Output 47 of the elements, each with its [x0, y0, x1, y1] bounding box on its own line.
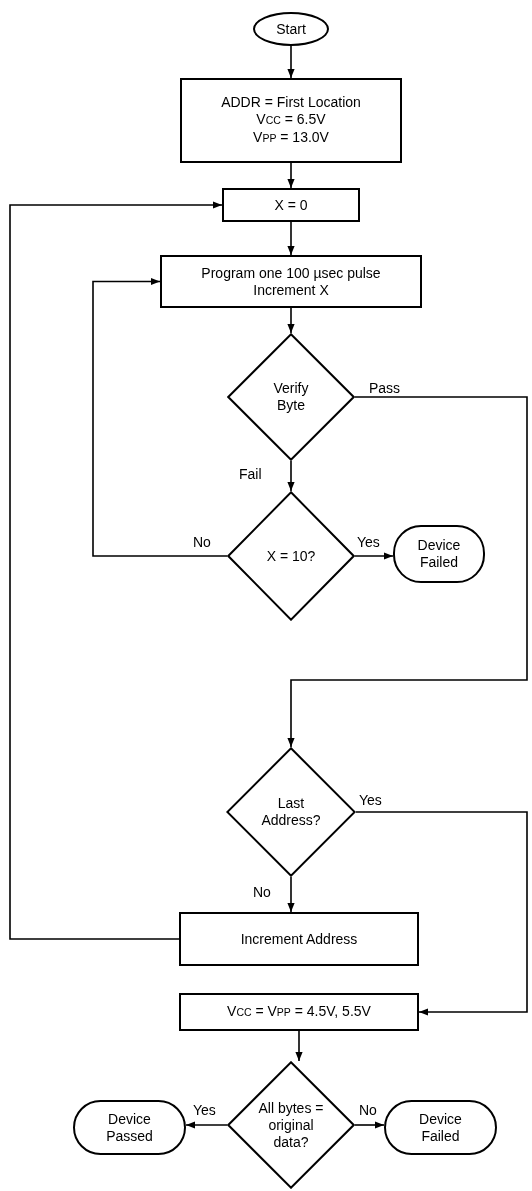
node-text: ADDR = First Location	[221, 94, 361, 111]
arrow	[355, 811, 528, 1016]
process-box	[160, 255, 422, 308]
decision-diamond	[226, 747, 356, 877]
edge-label: Yes	[356, 534, 381, 550]
arrow	[354, 1121, 385, 1129]
arrow	[287, 45, 295, 79]
terminator-box	[384, 1100, 497, 1155]
arrow	[9, 201, 223, 940]
arrow	[287, 162, 295, 189]
terminator-box	[73, 1100, 186, 1155]
arrow	[287, 221, 295, 256]
arrow	[287, 460, 295, 492]
arrow	[287, 876, 295, 913]
node-text: Last Address?	[260, 795, 322, 829]
node-text: Device Failed	[416, 537, 462, 571]
edge-label: Pass	[368, 380, 402, 396]
edge-label: Yes	[192, 1102, 217, 1118]
edge-label: No	[358, 1102, 378, 1118]
arrow	[287, 307, 295, 334]
node-text: Start	[276, 20, 306, 38]
node-text: X = 10?	[266, 547, 316, 565]
edge-label: Yes	[358, 792, 383, 808]
arrow	[92, 277, 228, 557]
process-box	[180, 78, 402, 163]
node-text: Increment Address	[240, 930, 358, 948]
decision-diamond	[227, 491, 355, 621]
arrow	[185, 1121, 228, 1129]
node-text: All bytes = original data?	[257, 1099, 325, 1151]
decision-diamond	[227, 1061, 355, 1189]
node-text: Device Failed	[418, 1110, 463, 1145]
arrow	[287, 396, 528, 748]
node-text: Increment X	[253, 281, 329, 299]
node-text: Program one 100 µsec pulse	[201, 264, 381, 282]
process-box	[179, 912, 419, 966]
process-box	[179, 993, 419, 1031]
node-text: Device Passed	[105, 1110, 154, 1145]
process-box	[222, 188, 360, 222]
decision-diamond	[227, 333, 355, 461]
arrow	[354, 552, 394, 560]
edge-label: No	[252, 884, 272, 900]
edge-label: Fail	[238, 466, 263, 482]
edge-label: No	[192, 534, 212, 550]
terminator-box	[393, 525, 485, 583]
node-text: Verify Byte	[272, 380, 310, 414]
node-text: X = 0	[274, 196, 308, 214]
arrow	[295, 1030, 303, 1062]
